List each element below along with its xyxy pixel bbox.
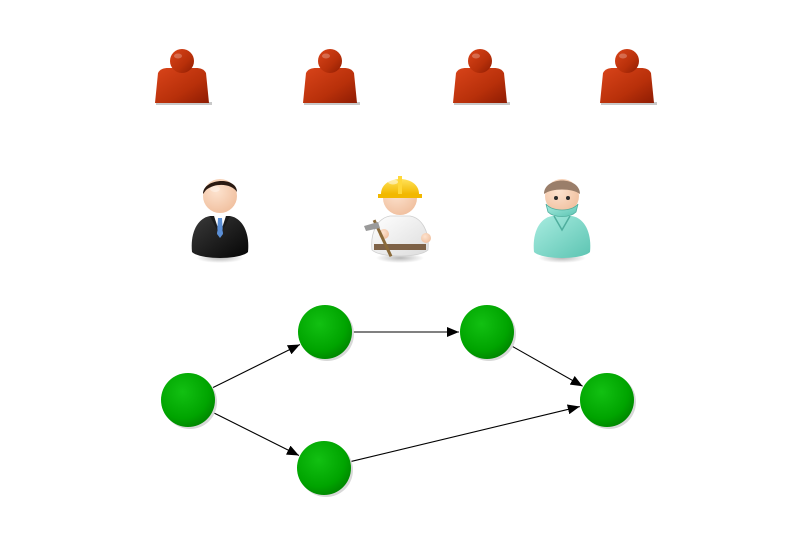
graph-node-n2 (298, 305, 354, 361)
edge-n4-n5 (351, 404, 580, 462)
resource-person-icon (453, 49, 510, 105)
businessman-icon (191, 179, 249, 263)
graph-node-n3 (460, 305, 516, 361)
graph-node-n1 (161, 373, 217, 429)
construction-worker-icon (364, 176, 431, 263)
graph-nodes (161, 305, 636, 497)
edge-n1-n4 (212, 412, 300, 456)
resource-person-icon (155, 49, 212, 105)
resource-row (155, 49, 657, 105)
surgeon-icon (533, 179, 591, 263)
edge-n1-n2 (212, 343, 301, 389)
graph-node-n5 (580, 373, 636, 429)
graph-edges (212, 327, 583, 462)
agent-row (191, 176, 591, 263)
graph-node-n4 (297, 441, 353, 497)
edge-n3-n5 (511, 345, 583, 387)
resource-person-icon (303, 49, 360, 105)
resource-person-icon (600, 49, 657, 105)
